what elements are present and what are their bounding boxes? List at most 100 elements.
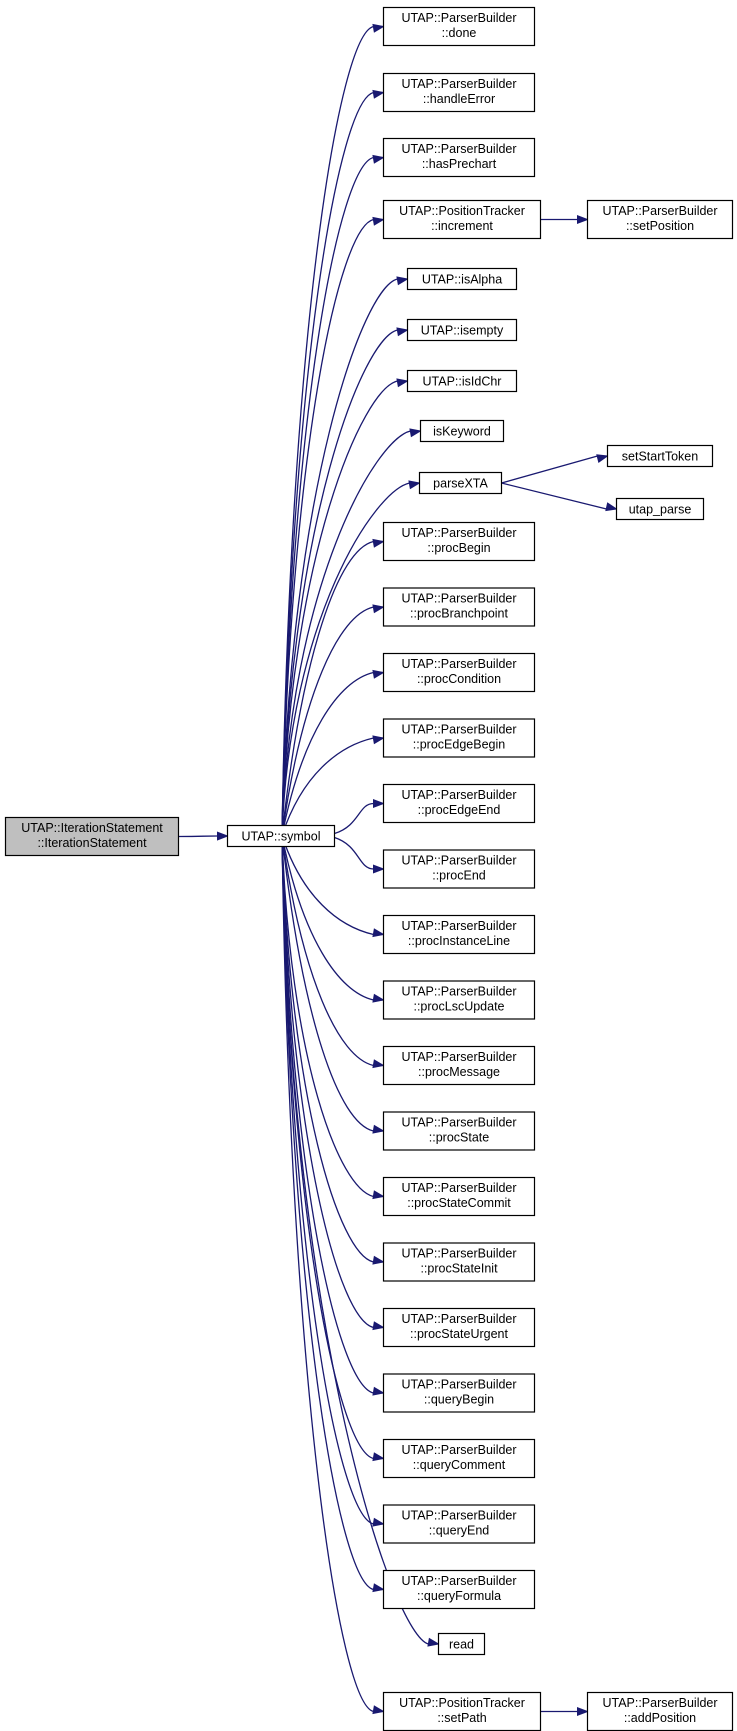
node-parsexta[interactable]: parseXTA [418, 471, 503, 495]
node-box [382, 6, 536, 47]
node-setstarttoken[interactable]: setStartToken [606, 444, 714, 468]
node-procmessage[interactable]: UTAP::ParserBuilder::procMessage [382, 1045, 536, 1086]
node-procbegin[interactable]: UTAP::ParserBuilder::procBegin [382, 521, 536, 562]
node-procinstanceline[interactable]: UTAP::ParserBuilder::procInstanceLine [382, 914, 536, 955]
node-box [382, 718, 536, 758]
node-box [382, 914, 536, 955]
node-querybegin[interactable]: UTAP::ParserBuilder::queryBegin [382, 1373, 536, 1413]
node-queryformula[interactable]: UTAP::ParserBuilder::queryFormula [382, 1569, 536, 1610]
edge-symbol-to-isidchr [281, 378, 409, 836]
node-label: ::done [442, 26, 477, 40]
node-procedgebegin[interactable]: UTAP::ParserBuilder::procEdgeBegin [382, 718, 536, 758]
edge-symbol-to-procstate [281, 835, 385, 1134]
node-label: UTAP::ParserBuilder [401, 985, 516, 999]
node-box [4, 816, 180, 857]
node-label: ::procLscUpdate [413, 1000, 504, 1014]
node-proccondition[interactable]: UTAP::ParserBuilder::procCondition [382, 652, 536, 693]
node-isempty[interactable]: UTAP::isempty [406, 318, 518, 342]
node-label: ::procEdgeEnd [418, 803, 501, 817]
edge-symbol-to-procbranchpoint [281, 604, 385, 836]
edge-symbol-to-done [281, 23, 385, 836]
node-procbranchpoint[interactable]: UTAP::ParserBuilder::procBranchpoint [382, 587, 536, 627]
edge-symbol-to-read [281, 835, 440, 1647]
node-label: ::queryFormula [417, 1589, 501, 1603]
node-label: UTAP::symbol [242, 830, 321, 844]
node-label: UTAP::ParserBuilder [401, 1116, 516, 1130]
edge-symbol-to-proclscupdate [281, 835, 385, 1003]
node-box [382, 1504, 536, 1544]
edge-symbol-to-handleerror [281, 89, 385, 836]
edge-symbol-to-increment [281, 216, 385, 836]
node-label: ::procStateCommit [407, 1196, 511, 1210]
edge-symbol-to-iskeyword [281, 428, 422, 836]
node-procstate[interactable]: UTAP::ParserBuilder::procState [382, 1111, 536, 1151]
node-setpath[interactable]: UTAP::PositionTracker::setPath [382, 1691, 542, 1731]
edge-symbol-to-procmessage [281, 835, 385, 1069]
node-label: ::procMessage [418, 1065, 500, 1079]
node-box [382, 1045, 536, 1086]
node-label: UTAP::ParserBuilder [401, 1509, 516, 1523]
node-label: ::procStateUrgent [410, 1327, 508, 1341]
node-box [406, 369, 518, 393]
node-hasprechart[interactable]: UTAP::ParserBuilder::hasPrechart [382, 137, 536, 178]
node-label: ::procBegin [427, 541, 490, 555]
node-label: ::addPosition [624, 1711, 696, 1725]
node-label: parseXTA [433, 477, 488, 491]
node-increment[interactable]: UTAP::PositionTracker::increment [382, 199, 542, 240]
node-label: ::procEdgeBegin [413, 738, 505, 752]
node-box [382, 199, 542, 240]
node-label: ::procEnd [432, 869, 486, 883]
node-box [615, 497, 705, 521]
node-iskeyword[interactable]: isKeyword [419, 419, 505, 443]
node-isidchr[interactable]: UTAP::isIdChr [406, 369, 518, 393]
node-box [406, 318, 518, 342]
node-handleerror[interactable]: UTAP::ParserBuilder::handleError [382, 72, 536, 113]
node-box [382, 1307, 536, 1348]
node-label: UTAP::isIdChr [423, 375, 502, 389]
node-box [382, 1373, 536, 1413]
node-label: UTAP::ParserBuilder [401, 1443, 516, 1457]
edge-symbol-to-procinstanceline [281, 835, 385, 938]
node-isalpha[interactable]: UTAP::isAlpha [406, 267, 518, 291]
node-done[interactable]: UTAP::ParserBuilder::done [382, 6, 536, 47]
node-label: ::queryComment [413, 1458, 506, 1472]
node-label: read [449, 1638, 474, 1652]
node-utap-parse[interactable]: utap_parse [615, 497, 705, 521]
node-label: ::procBranchpoint [410, 607, 509, 621]
node-box [382, 1438, 536, 1479]
node-label: ::IterationStatement [37, 836, 147, 850]
node-box [382, 137, 536, 178]
node-addposition[interactable]: UTAP::ParserBuilder::addPosition [586, 1691, 734, 1731]
node-symbol[interactable]: UTAP::symbol [226, 824, 336, 848]
node-procstateurgent[interactable]: UTAP::ParserBuilder::procStateUrgent [382, 1307, 536, 1348]
node-label: UTAP::ParserBuilder [401, 1247, 516, 1261]
node-label: UTAP::PositionTracker [399, 1696, 525, 1710]
node-procend[interactable]: UTAP::ParserBuilder::procEnd [382, 849, 536, 889]
node-box [226, 824, 336, 848]
node-querycomment[interactable]: UTAP::ParserBuilder::queryComment [382, 1438, 536, 1479]
node-root[interactable]: UTAP::IterationStatement::IterationState… [4, 816, 180, 857]
node-label: UTAP::ParserBuilder [401, 526, 516, 540]
node-label: UTAP::ParserBuilder [401, 592, 516, 606]
node-box [382, 1242, 536, 1282]
node-box [419, 419, 505, 443]
edge-symbol-to-procbegin [281, 538, 385, 836]
node-label: UTAP::isAlpha [422, 273, 502, 287]
node-procstatecommit[interactable]: UTAP::ParserBuilder::procStateCommit [382, 1176, 536, 1217]
node-label: UTAP::PositionTracker [399, 204, 525, 218]
node-read[interactable]: read [437, 1632, 486, 1656]
node-setposition[interactable]: UTAP::ParserBuilder::setPosition [586, 199, 734, 240]
node-label: UTAP::ParserBuilder [401, 919, 516, 933]
node-procstateinit[interactable]: UTAP::ParserBuilder::procStateInit [382, 1242, 536, 1282]
edge-symbol-to-procedgeend [334, 798, 385, 835]
node-proclscupdate[interactable]: UTAP::ParserBuilder::procLscUpdate [382, 980, 536, 1020]
node-box [586, 199, 734, 240]
node-box [406, 267, 518, 291]
node-procedgeend[interactable]: UTAP::ParserBuilder::procEdgeEnd [382, 783, 536, 824]
node-box [382, 521, 536, 562]
node-label: ::setPath [437, 1711, 486, 1725]
node-label: ::handleError [423, 92, 495, 106]
node-queryend[interactable]: UTAP::ParserBuilder::queryEnd [382, 1504, 536, 1544]
node-label: isKeyword [433, 425, 491, 439]
